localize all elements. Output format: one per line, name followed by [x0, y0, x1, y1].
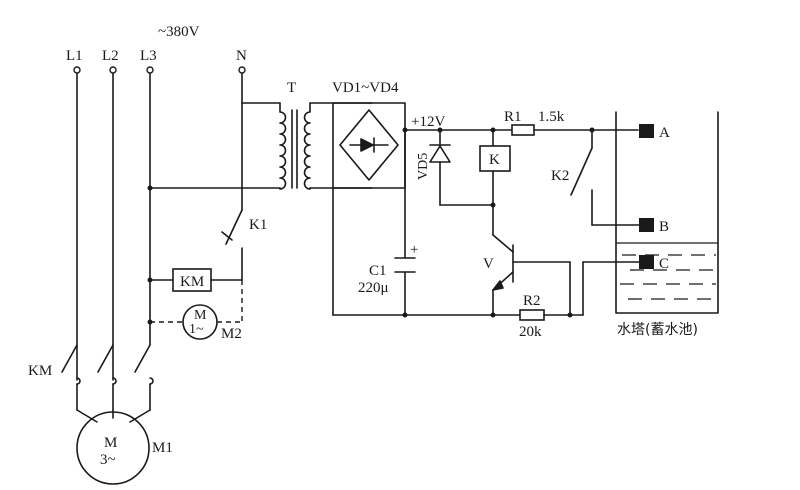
transistor-label: V: [483, 256, 494, 272]
r1-label: R1: [504, 109, 522, 125]
km-contact-label: KM: [28, 363, 52, 379]
probe-c-label: C: [659, 256, 669, 272]
control-branch: [147, 102, 243, 340]
m1-phase: 3~: [100, 452, 116, 468]
diode-label: VD5: [416, 153, 431, 180]
r2-value: 20k: [519, 324, 542, 340]
transistor: [492, 234, 571, 316]
k2-label: K2: [551, 168, 569, 184]
terminal-l2: [109, 66, 117, 74]
capacitor-c1: [394, 257, 416, 273]
probe-b-electrode: [639, 218, 654, 232]
l3-label: L3: [140, 48, 157, 64]
diode-vd5: [429, 129, 496, 208]
probe-b-label: B: [659, 219, 669, 235]
voltage-label: ~380V: [158, 24, 200, 40]
terminal-n: [238, 66, 246, 74]
m1-label: M1: [152, 440, 173, 456]
r2-label: R2: [523, 293, 541, 309]
terminal-l3: [146, 66, 154, 74]
probe-a-label: A: [659, 125, 670, 141]
bridge-rectifier: [332, 102, 406, 189]
km-coil-label: KM: [180, 274, 204, 290]
terminal-l1: [73, 66, 81, 74]
relay-contact-k2: [570, 129, 641, 226]
dc-negative-rail: [332, 187, 641, 321]
probe-a-electrode: [639, 124, 654, 138]
m1-letter: M: [104, 435, 117, 451]
l1-label: L1: [66, 48, 83, 64]
relay-label: K: [489, 152, 500, 168]
supply-label: +12V: [411, 114, 445, 130]
tank-label: 水塔(蓄水池): [617, 322, 698, 338]
resistor-r1: [511, 124, 639, 136]
transformer-label: T: [287, 80, 296, 96]
probe-c-electrode: [639, 255, 654, 269]
c1-label: C1: [369, 263, 387, 279]
r1-value: 1.5k: [538, 109, 565, 125]
bridge-label: VD1~VD4: [332, 80, 399, 96]
m2-phase: 1~: [189, 322, 204, 337]
mains-lines: [73, 66, 246, 381]
c1-polarity: +: [410, 242, 418, 258]
c1-value: 220μ: [358, 280, 389, 296]
relay-coil: [479, 129, 511, 236]
motor-m1: [76, 409, 151, 485]
km-main-contacts: [61, 344, 154, 411]
water-tank: [615, 111, 719, 314]
neutral-label: N: [236, 48, 247, 64]
transformer: [149, 102, 373, 190]
m2-label: M2: [221, 326, 242, 342]
m2-letter: M: [194, 308, 207, 323]
l2-label: L2: [102, 48, 119, 64]
k1-label: K1: [249, 217, 267, 233]
